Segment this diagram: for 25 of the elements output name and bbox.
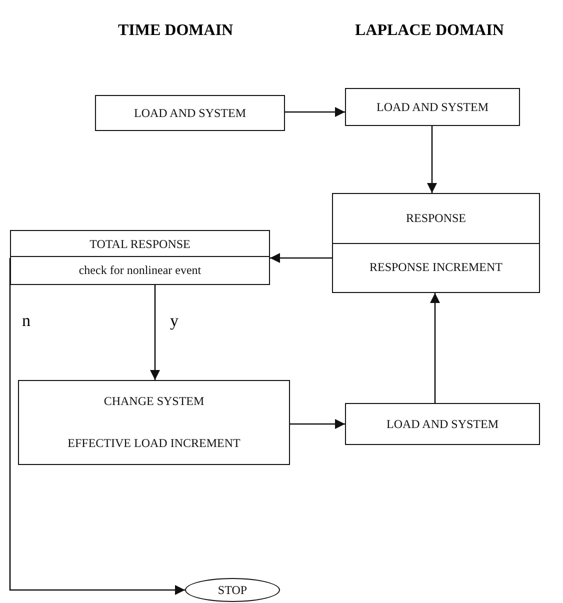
node-text: check for nonlinear event xyxy=(78,263,202,278)
process-box xyxy=(345,88,520,126)
column-heading: LAPLACE DOMAIN xyxy=(355,22,504,40)
node-text: CHANGE SYSTEM xyxy=(104,394,204,410)
node-text: STOP xyxy=(218,582,248,598)
arrow xyxy=(9,258,185,595)
node-text: TOTAL RESPONSE xyxy=(90,236,190,252)
process-box xyxy=(10,230,270,285)
node-text: LOAD AND SYSTEM xyxy=(376,100,488,114)
column-heading: TIME DOMAIN xyxy=(118,22,234,40)
arrow xyxy=(290,419,345,429)
node-text: LOAD AND SYSTEM xyxy=(386,416,498,432)
process-box xyxy=(18,380,290,465)
process-box xyxy=(95,95,285,131)
node-text: RESPONSE INCREMENT xyxy=(369,260,502,275)
arrow xyxy=(150,285,160,380)
process-box xyxy=(332,193,540,293)
arrow xyxy=(427,126,437,193)
process-box xyxy=(345,403,540,445)
node-text: EFFECTIVE LOAD INCREMENT xyxy=(68,436,240,451)
arrow xyxy=(285,107,345,117)
arrow xyxy=(270,253,332,263)
node-text: RESPONSE xyxy=(406,211,466,226)
node-text: LOAD AND SYSTEM xyxy=(134,106,246,120)
arrow xyxy=(430,293,440,403)
